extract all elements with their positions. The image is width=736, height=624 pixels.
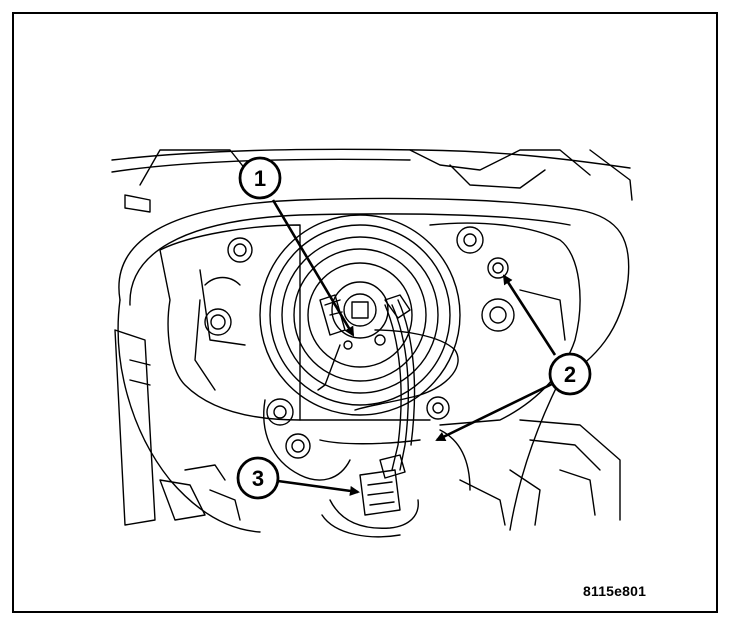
callout-leaders [271,199,557,496]
callout-2-leader-lower [435,382,553,442]
callout-2-label: 2 [564,362,576,387]
wheel-linework [111,148,633,538]
callout-2: 2 [548,352,592,396]
callout-2-leader-upper [502,274,557,356]
figure-code: 8115e801 [583,583,647,599]
callout-3-label: 3 [252,466,264,491]
callout-3-leader [277,479,360,496]
callout-1: 1 [238,156,282,200]
callout-1-label: 1 [254,166,266,191]
callout-3: 3 [236,456,280,500]
callout-1-leader [271,199,355,337]
